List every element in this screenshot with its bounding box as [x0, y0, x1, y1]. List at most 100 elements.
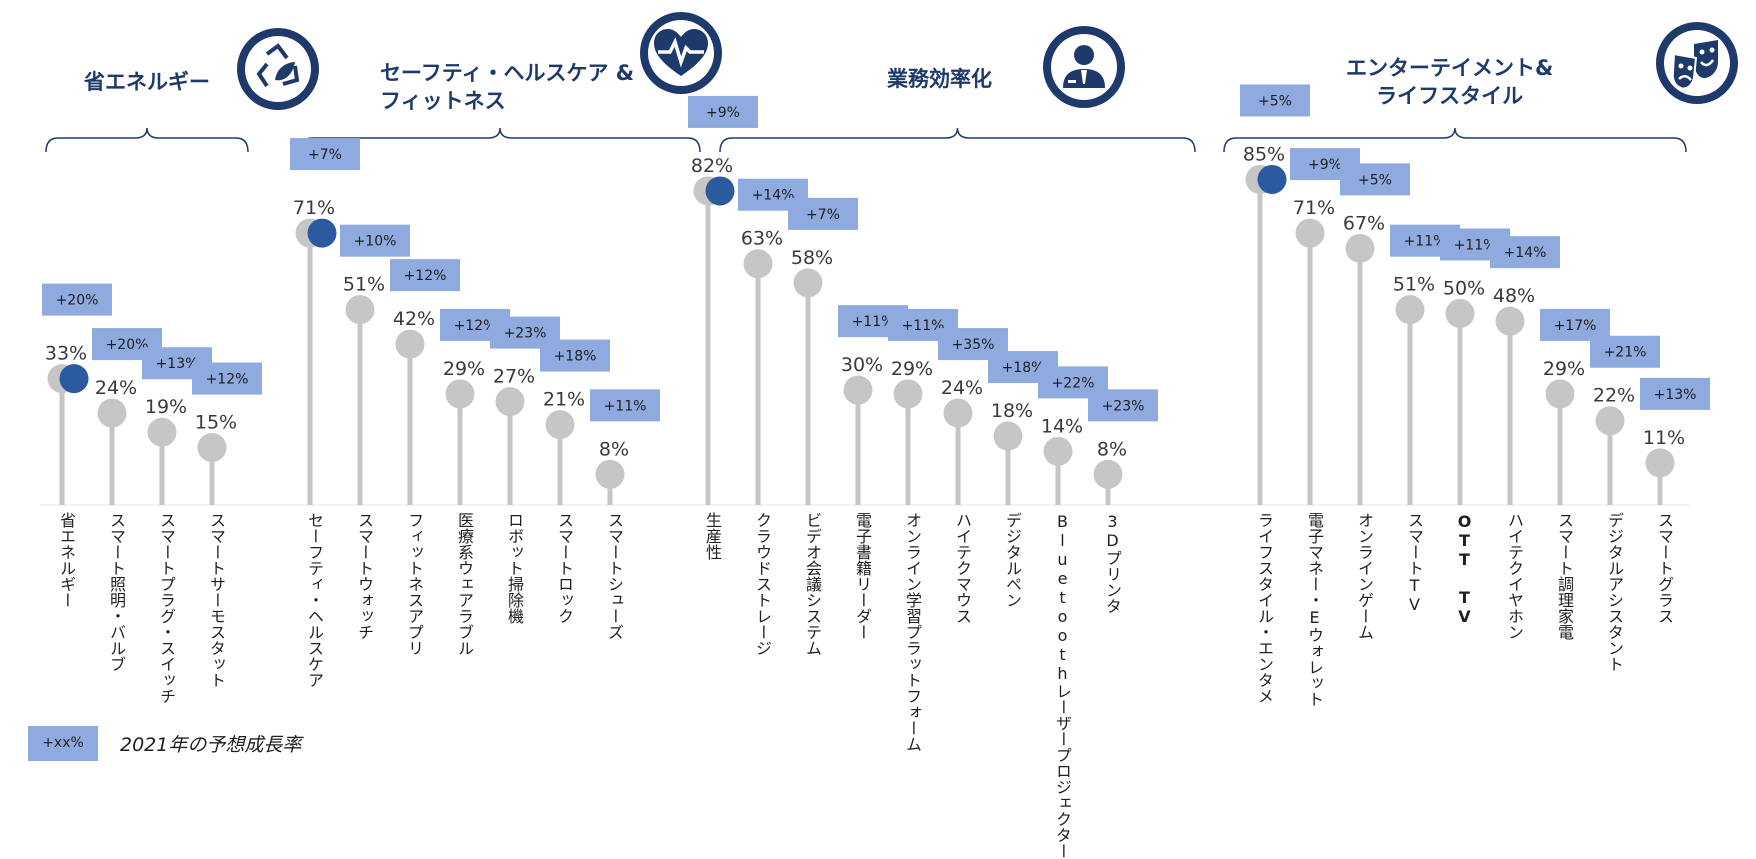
growth-label: +14%: [752, 188, 795, 204]
category-label: オンラインゲーム: [1355, 512, 1374, 640]
growth-box: [590, 389, 660, 422]
growth-label: +5%: [1258, 93, 1292, 109]
lollipop-bubble: [1093, 459, 1123, 489]
lollipop-bubble: [1495, 306, 1525, 336]
value-label: 8%: [1097, 438, 1127, 460]
growth-label: +18%: [1002, 360, 1045, 376]
value-label: 48%: [1493, 285, 1535, 307]
category-label: 電子書籍リーダー: [853, 512, 872, 640]
growth-box: [290, 138, 360, 171]
growth-box: [1540, 308, 1610, 341]
value-label: 50%: [1443, 278, 1485, 300]
category-title-entertainment: エンターテイメント& ライフスタイル: [1346, 54, 1553, 110]
legend-swatch: +xx%: [28, 726, 98, 761]
growth-box: [1490, 236, 1560, 269]
category-label: スマートプラグ・スイッチ: [157, 512, 176, 704]
category-label: クラウドストレージ: [753, 512, 772, 656]
category-title-safety: セーフティ・ヘルスケア & フィットネス: [380, 59, 634, 115]
category-label: 3Dプリンタ: [1103, 512, 1122, 614]
growth-label: +17%: [1554, 318, 1597, 334]
lollipop-bubble: [1295, 218, 1325, 248]
growth-label: +22%: [1052, 375, 1095, 391]
lollipop-bubble: [1595, 406, 1625, 436]
lollipop-chart: 33%+20%24%+20%19%+13%15%+12%71%+7%51%+10…: [40, 84, 1710, 506]
category-label: セーフティ・ヘルスケア: [305, 512, 324, 688]
theater-masks-icon: [1656, 22, 1738, 104]
lollipop-bubble: [495, 387, 525, 417]
businessman-icon: [1043, 26, 1125, 108]
category-title-business: 業務効率化: [887, 65, 992, 93]
growth-box: [42, 283, 112, 316]
lollipop-bubble: [147, 417, 177, 447]
category-label: デジタルペン: [1003, 512, 1022, 608]
lollipop-highlight-bubble: [59, 364, 89, 394]
growth-box: [1088, 389, 1158, 422]
heart-pulse-icon: [640, 12, 722, 94]
lollipop-bubble: [993, 421, 1023, 451]
category-label: ロボット掃除機: [505, 512, 524, 624]
growth-label: +7%: [308, 147, 342, 163]
lollipop-bubble: [743, 249, 773, 279]
value-label: 33%: [45, 343, 87, 365]
group-bracket: [1223, 127, 1687, 153]
value-label: 71%: [293, 197, 335, 219]
growth-label: +11%: [1404, 234, 1447, 250]
category-label: 省エネルギー: [57, 512, 76, 608]
value-label: 27%: [493, 366, 535, 388]
lollipop-bubble: [1445, 299, 1475, 328]
value-label: 24%: [95, 377, 137, 399]
growth-label: +9%: [1308, 157, 1342, 173]
category-title-line: エンターテイメント&: [1346, 56, 1554, 80]
category-label: スマートシューズ: [605, 512, 624, 640]
growth-label: +23%: [1102, 398, 1145, 414]
value-label: 22%: [1593, 385, 1635, 407]
growth-label: +18%: [554, 349, 597, 365]
lollipop-bubble: [793, 268, 823, 298]
growth-label: +10%: [354, 234, 397, 250]
value-label: 82%: [691, 155, 733, 177]
category-title-line: 省エネルギー: [84, 70, 210, 94]
lollipop-bubble: [545, 410, 575, 440]
growth-box: [688, 95, 758, 128]
value-label: 58%: [791, 247, 833, 269]
lollipop-bubble: [1645, 448, 1675, 478]
value-label: 21%: [543, 389, 585, 411]
lollipop-bubble: [943, 398, 973, 428]
category-label: 生産性: [703, 512, 722, 560]
value-label: 15%: [195, 412, 237, 434]
category-label: スマート調理家電: [1555, 512, 1574, 640]
businessman-glyph: [1063, 45, 1105, 88]
growth-label: +11%: [1454, 238, 1497, 254]
growth-box: [340, 224, 410, 257]
growth-box: [192, 362, 262, 395]
category-label: スマートロック: [555, 512, 574, 624]
category-label: ライフスタイル・エンタメ: [1255, 512, 1274, 704]
lollipop-bubble: [197, 433, 227, 463]
lollipop-bubble: [1395, 295, 1425, 325]
value-label: 11%: [1643, 427, 1685, 449]
theater-masks-glyph: [1671, 40, 1718, 90]
group-bracket: [719, 127, 1196, 153]
category-label: デジタルアシスタント: [1605, 512, 1624, 672]
growth-label: +5%: [1358, 172, 1392, 188]
lollipop-bubble: [893, 379, 923, 409]
growth-box: [788, 197, 858, 230]
category-label: 電子マネー・Eウォレット: [1305, 512, 1324, 707]
value-label: 8%: [599, 438, 629, 460]
growth-label: +12%: [404, 268, 447, 284]
growth-box: [1240, 84, 1310, 117]
growth-label: +13%: [1654, 387, 1697, 403]
growth-label: +21%: [1604, 345, 1647, 361]
lollipop-bubble: [1043, 436, 1073, 466]
growth-label: +20%: [106, 337, 149, 353]
growth-label: +13%: [156, 356, 199, 372]
value-label: 42%: [393, 308, 435, 330]
category-label: OTT TV: [1455, 512, 1474, 626]
group-bracket: [45, 127, 249, 153]
category-title-line: セーフティ・ヘルスケア &: [380, 61, 635, 85]
growth-label: +11%: [604, 398, 647, 414]
growth-label: +11%: [852, 314, 895, 330]
lollipop-bubble: [445, 379, 475, 409]
category-label: フィットネスアプリ: [405, 512, 424, 656]
category-title-line: フィットネス: [380, 89, 506, 113]
